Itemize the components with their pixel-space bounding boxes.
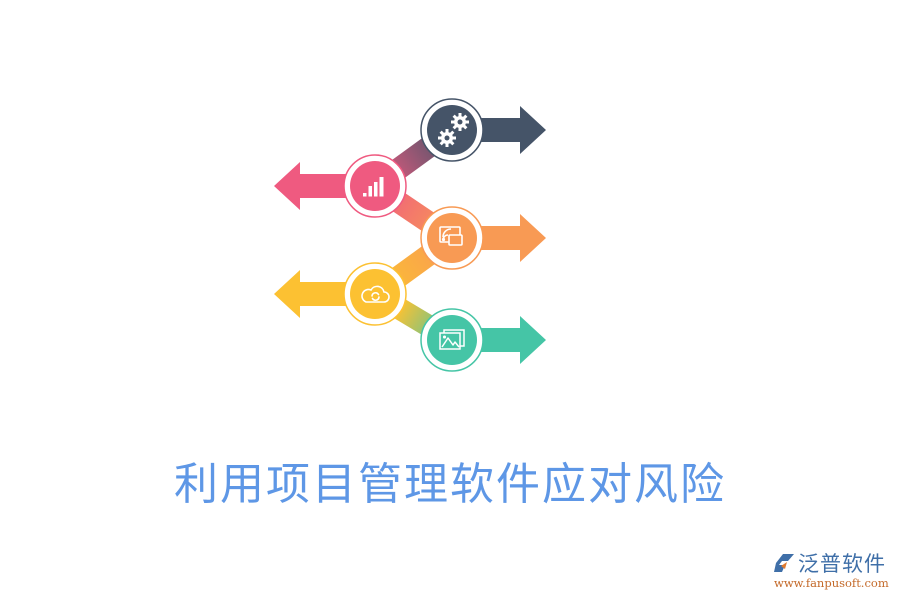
page-title: 利用项目管理软件应对风险 [174,459,726,510]
step-2 [274,154,407,218]
arrow-right [470,214,546,262]
arrow-right [470,106,546,154]
brand-logo: 泛普软件 www.fanpusoft.com [768,548,896,596]
bar-chart-icon [363,177,384,197]
step-3 [420,206,546,270]
step-1 [420,98,546,162]
step-5 [420,308,546,372]
brand-name: 泛普软件 [798,552,886,576]
arrow-left [274,270,357,318]
step-1-disc [427,105,477,155]
fanpu-logo-icon [774,554,794,572]
step-4 [274,262,407,326]
step-4-disc [350,269,400,319]
gears-icon [438,113,469,147]
screen-cast-icon [439,226,463,246]
image-gallery-icon [439,329,465,350]
brand-url: www.fanpusoft.com [774,576,889,590]
arrow-left [274,162,357,210]
arrow-right [470,316,546,364]
cloud-sync-icon [361,285,390,303]
